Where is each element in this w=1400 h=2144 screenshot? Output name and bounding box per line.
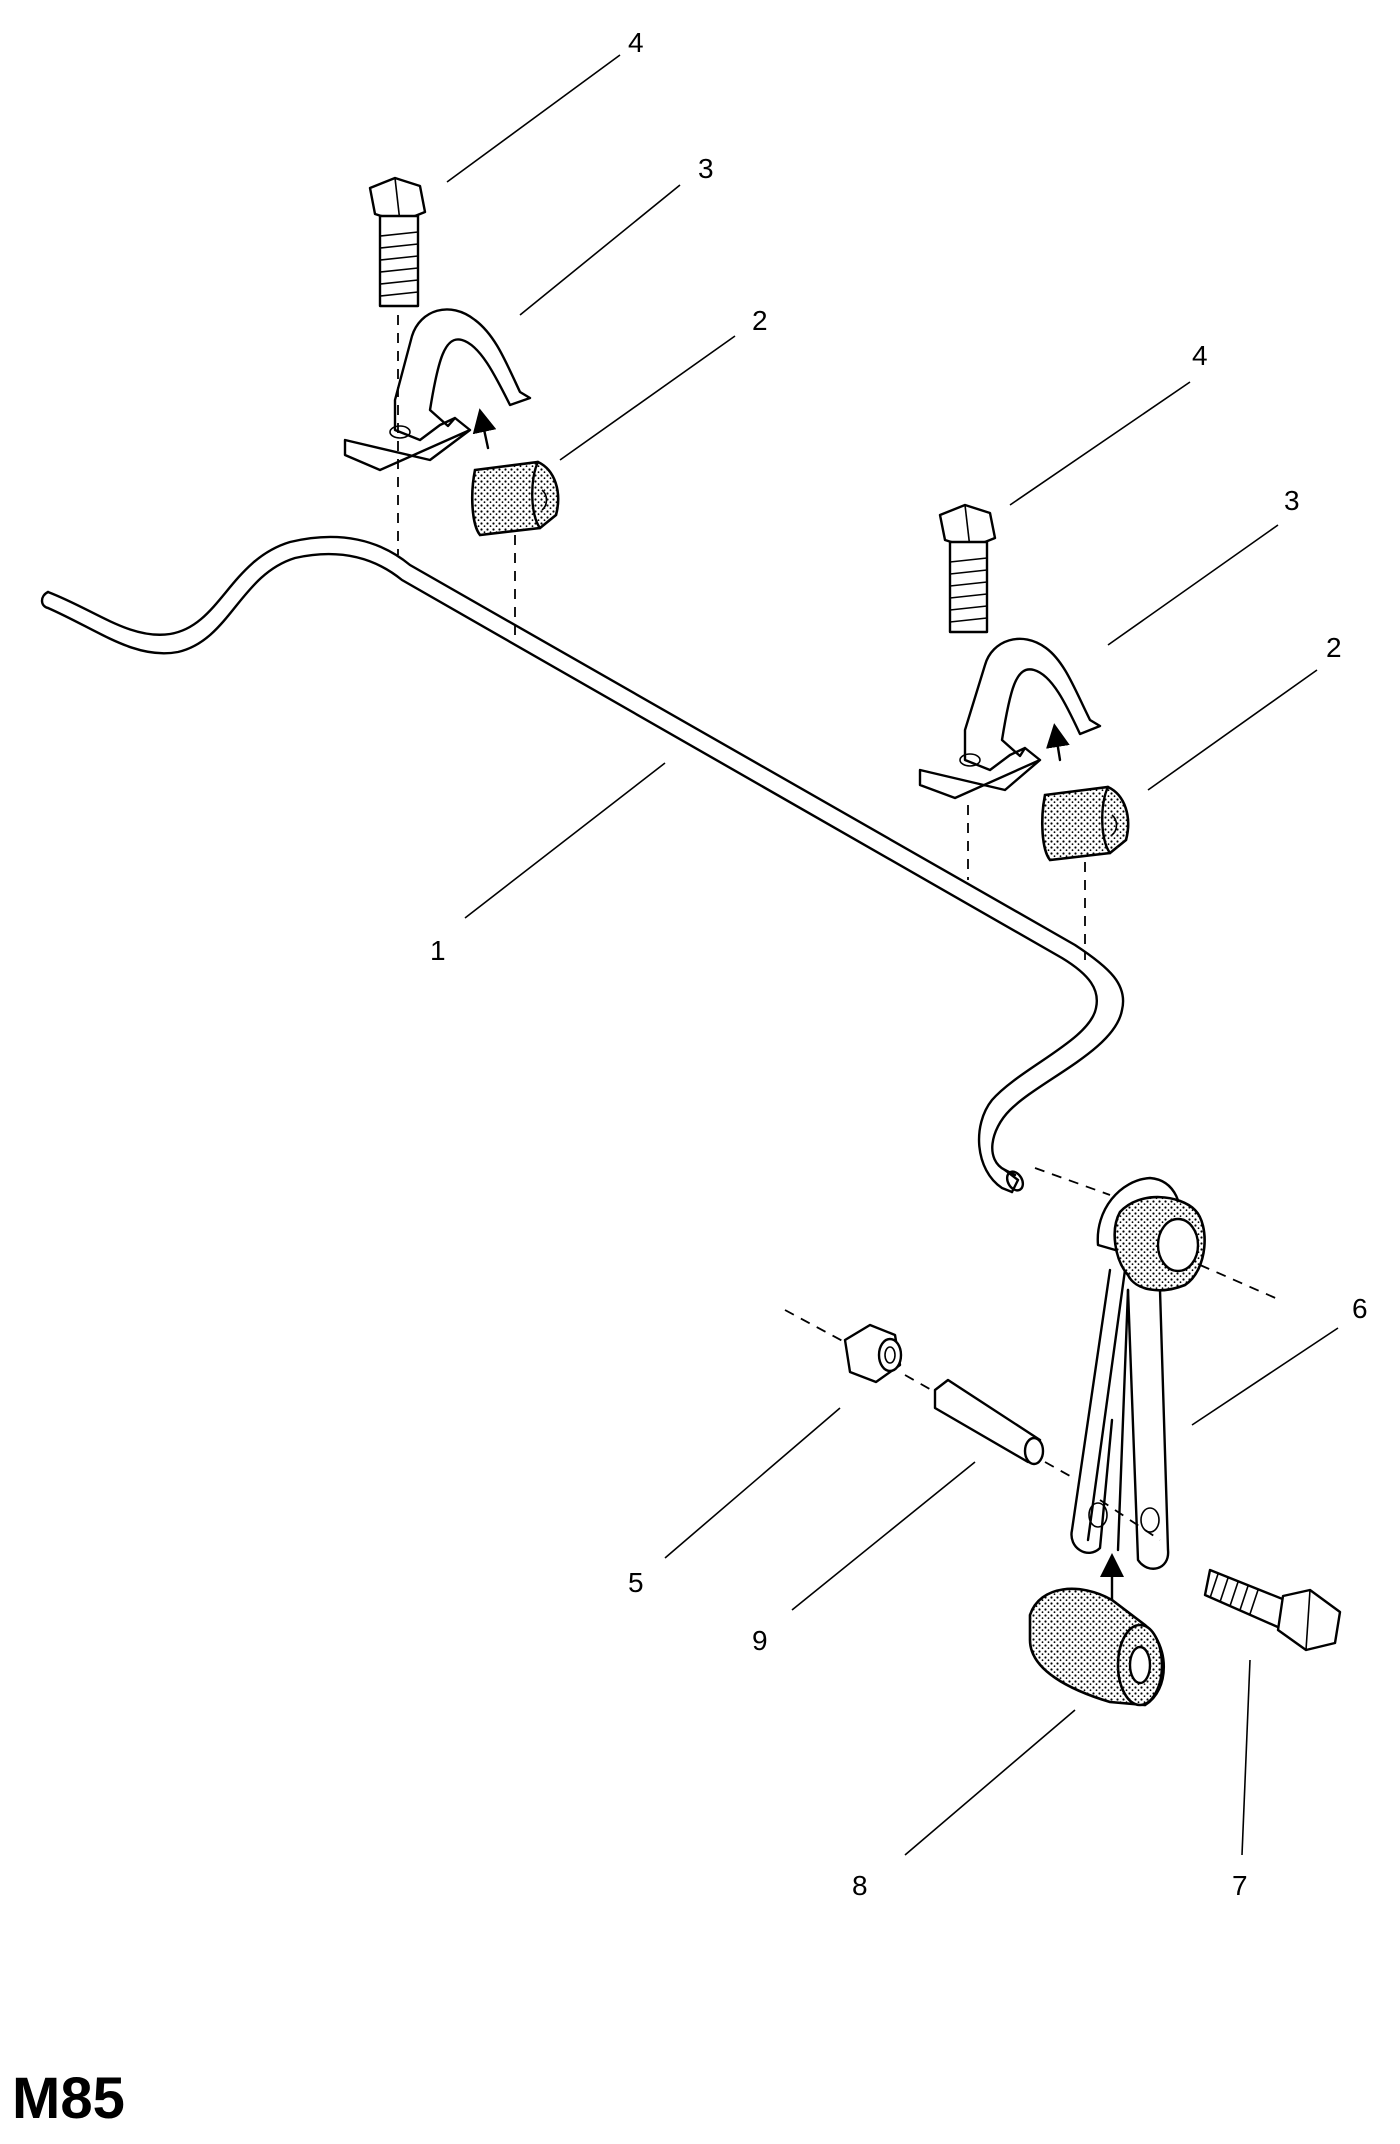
page-code: M85 [12, 2066, 125, 2131]
left-rubber-bush [470, 460, 560, 537]
callout-9: 9 [752, 1625, 768, 1656]
right-rubber-bush [1040, 785, 1130, 862]
callout-1: 1 [430, 935, 446, 966]
callout-6: 6 [1352, 1293, 1368, 1324]
callout-2-left: 2 [752, 305, 768, 336]
right-bolt [938, 503, 997, 634]
left-clamp-bracket [343, 308, 532, 472]
callout-2-right: 2 [1326, 632, 1342, 663]
drop-link [1070, 1176, 1206, 1570]
callout-3-left: 3 [698, 153, 714, 184]
callout-3-right: 3 [1284, 485, 1300, 516]
stabiliser-bar [40, 535, 1125, 1194]
left-bolt [368, 176, 427, 308]
link-bolt [1203, 1568, 1342, 1652]
callout-4-left: 4 [628, 27, 644, 58]
right-clamp-bracket [918, 637, 1102, 800]
callout-7: 7 [1232, 1870, 1248, 1901]
callout-8: 8 [852, 1870, 868, 1901]
sleeve [933, 1378, 1045, 1466]
callout-4-right: 4 [1192, 340, 1208, 371]
link-rubber-bush [1028, 1587, 1165, 1707]
callout-5: 5 [628, 1567, 644, 1598]
leader-lines [446, 54, 1339, 1856]
nut [843, 1323, 903, 1384]
